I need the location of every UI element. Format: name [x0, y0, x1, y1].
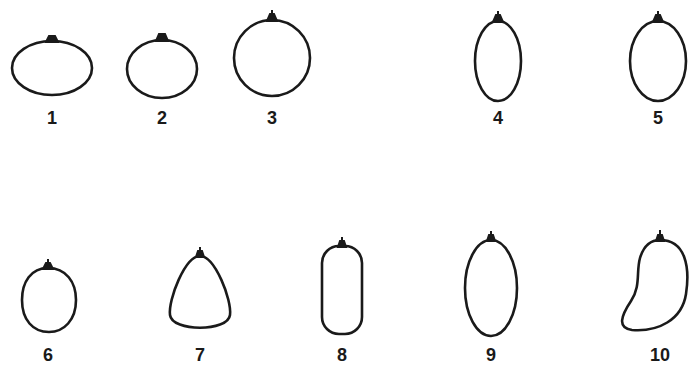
berry-outline — [322, 246, 362, 334]
callout-number: 2 — [157, 109, 167, 127]
stem — [46, 36, 58, 42]
berry-outline — [170, 256, 230, 328]
stem — [656, 230, 664, 241]
callout-number: 8 — [337, 346, 347, 364]
stem — [156, 34, 168, 41]
berry-outline — [465, 240, 517, 336]
stem — [487, 231, 495, 241]
callout-number: 1 — [47, 109, 57, 127]
stem — [43, 259, 53, 269]
berry-outline — [12, 41, 92, 95]
berry-outline — [630, 21, 686, 101]
callout-number: 4 — [493, 109, 503, 127]
callout-number: 6 — [43, 346, 53, 364]
callout-number: 3 — [267, 109, 277, 127]
stem — [338, 237, 346, 247]
berry-outline — [127, 40, 197, 98]
berry-outline — [234, 20, 310, 96]
callout-number: 5 — [653, 109, 663, 127]
callout-number: 9 — [486, 346, 496, 364]
stem — [267, 10, 277, 21]
callout-number: 7 — [195, 346, 205, 364]
callout-number: 10 — [650, 346, 670, 364]
stem — [493, 11, 503, 22]
stem — [196, 247, 204, 257]
berry-outline — [22, 268, 76, 332]
berry-outline — [622, 240, 687, 330]
stem — [653, 11, 663, 22]
berry-outline — [475, 21, 521, 101]
